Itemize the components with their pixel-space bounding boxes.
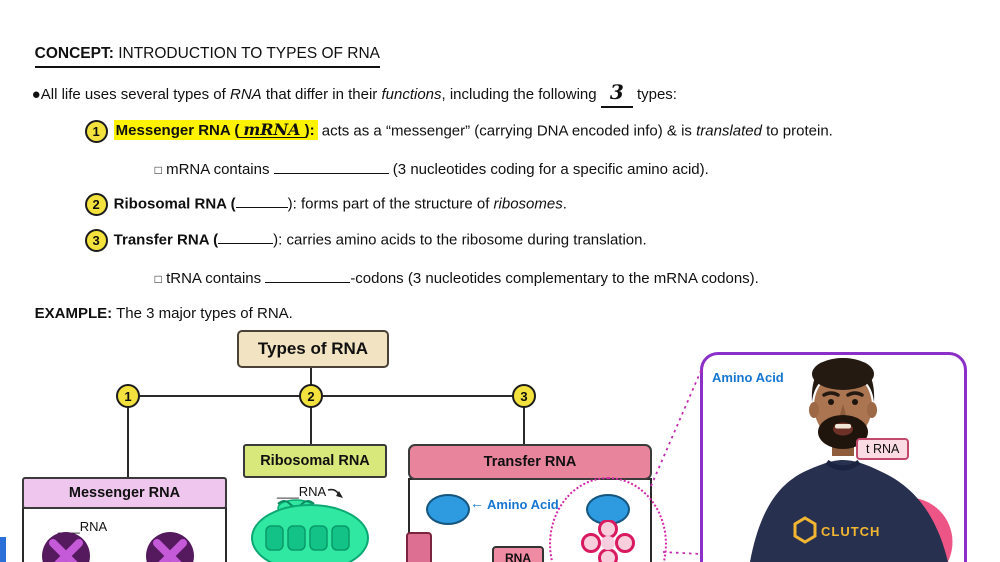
- point-1-sub-text: mRNA contains: [161, 161, 274, 178]
- example-line: EXAMPLE: The 3 major types of RNA.: [18, 281, 293, 347]
- chromosome-icon: [42, 532, 194, 562]
- tree-connector-drop-1: [127, 396, 129, 478]
- clutch-logo: CLUTCH: [793, 516, 880, 544]
- types-count-blank: 3: [600, 82, 633, 108]
- intro-text-functions: functions: [381, 86, 442, 103]
- concept-label: CONCEPT:: [34, 45, 119, 62]
- messenger-blank-label: ___RNA: [58, 519, 108, 534]
- trna-blank: [218, 230, 274, 245]
- bullet-icon: ●: [31, 86, 41, 103]
- messenger-rna-header: Messenger RNA: [22, 477, 227, 509]
- number-badge-2: 2: [84, 193, 108, 216]
- point-1-text: acts as a “messenger” (carrying DNA enco…: [317, 122, 697, 140]
- ribosomal-rna-bold: Ribosomal RNA: [113, 195, 227, 213]
- amino-acid-label: Amino Acid: [487, 497, 559, 512]
- intro-text-3: , including the following: [441, 86, 601, 103]
- amino-acid-shape-left: [426, 494, 470, 525]
- concept-heading: CONCEPT: INTRODUCTION TO TYPES OF RNA: [18, 21, 381, 90]
- concept-underline: CONCEPT: INTRODUCTION TO TYPES OF RNA: [34, 43, 381, 68]
- branch-number-3: 3: [512, 384, 536, 408]
- pointer-arrow-icon: [327, 488, 344, 498]
- point-3-text: ): carries amino acids to the ribosome d…: [273, 231, 647, 249]
- example-label: EXAMPLE:: [34, 305, 113, 322]
- rrna-blank: [235, 194, 288, 209]
- point-3-paren: (: [208, 231, 219, 249]
- messenger-rna-bold: Messenger RNA (: [115, 122, 240, 140]
- square-bullet-icon-2: □: [154, 272, 162, 286]
- ribosomal-blank-label: ___RNA: [277, 484, 344, 500]
- intro-text-rna: RNA: [230, 86, 262, 103]
- number-badge-1: 1: [84, 120, 108, 143]
- screen-edge-artifact: [0, 537, 6, 562]
- point-3-sub-line: □ tRNA contains -codons (3 nucleotides c…: [138, 246, 759, 312]
- point-2-ribosomes: ribosomes: [493, 195, 563, 213]
- point-1-sub-line: □ mRNA contains (3 nucleotides coding fo…: [138, 137, 709, 203]
- instructor-avatar: CLUTCH: [750, 358, 948, 562]
- callout-amino-acid-label: Amino Acid: [712, 370, 784, 385]
- point-2-line: 2 Ribosomal RNA ( ): forms part of the str…: [68, 171, 567, 238]
- messenger-rna-bold-2: ):: [304, 122, 315, 140]
- clutch-logo-text: CLUTCH: [821, 524, 880, 539]
- ribosomal-blank-text: ___RNA: [277, 484, 327, 499]
- ribosome-site-shape: [406, 532, 432, 562]
- point-2-paren: (: [226, 195, 236, 213]
- ribosomal-rna-header: Ribosomal RNA: [243, 444, 387, 478]
- arrow-left-icon: ←: [470, 495, 484, 511]
- tree-connector-drop-2: [310, 396, 312, 444]
- branch-number-2: 2: [299, 384, 323, 408]
- ribosome-icon: [251, 499, 369, 562]
- square-bullet-icon: □: [154, 163, 162, 177]
- example-text: The 3 major types of RNA.: [112, 305, 293, 322]
- transfer-rna-header: Transfer RNA: [408, 444, 652, 480]
- anticodons-blank: [265, 269, 351, 283]
- point-3-sub-text: tRNA contains: [161, 270, 266, 287]
- codons-blank: [273, 160, 389, 174]
- types-of-rna-box: Types of RNA: [237, 330, 389, 368]
- transfer-rna-bold: Transfer RNA: [113, 231, 209, 249]
- rna-tag: RNA: [492, 546, 544, 562]
- branch-number-1: 1: [116, 384, 140, 408]
- point-1-sub-text-2: (3 nucleotides coding for a specific ami…: [388, 161, 709, 178]
- tree-connector-root: [310, 364, 312, 395]
- trna-tag: t RNA: [856, 438, 910, 460]
- point-2-period: .: [562, 195, 567, 213]
- number-badge-3: 3: [84, 229, 108, 252]
- intro-line: ●All life uses several types of RNA that…: [15, 62, 677, 130]
- highlight-messenger-rna: Messenger RNA (mRNA):: [113, 120, 318, 141]
- concept-title: INTRODUCTION TO TYPES OF RNA: [118, 45, 381, 62]
- point-3-line: 3 Transfer RNA ( ): carries amino acids to…: [68, 207, 647, 274]
- tree-connector-horizontal: [128, 395, 525, 397]
- handwritten-answer-3: 3: [609, 80, 624, 104]
- tree-connector-drop-3: [523, 396, 525, 444]
- point-1-text-2: to protein.: [761, 122, 833, 140]
- point-2-text: ): forms part of the structure of: [287, 195, 494, 213]
- intro-text-1: All life uses several types of: [40, 86, 230, 103]
- intro-text-2: that differ in their: [261, 86, 382, 103]
- handwritten-answer-mrna: mRNA: [239, 122, 305, 139]
- intro-text-4: types:: [632, 86, 677, 103]
- point-1-translated: translated: [696, 122, 762, 140]
- point-3-sub-text-2: -codons (3 nucleotides complementary to …: [350, 270, 759, 287]
